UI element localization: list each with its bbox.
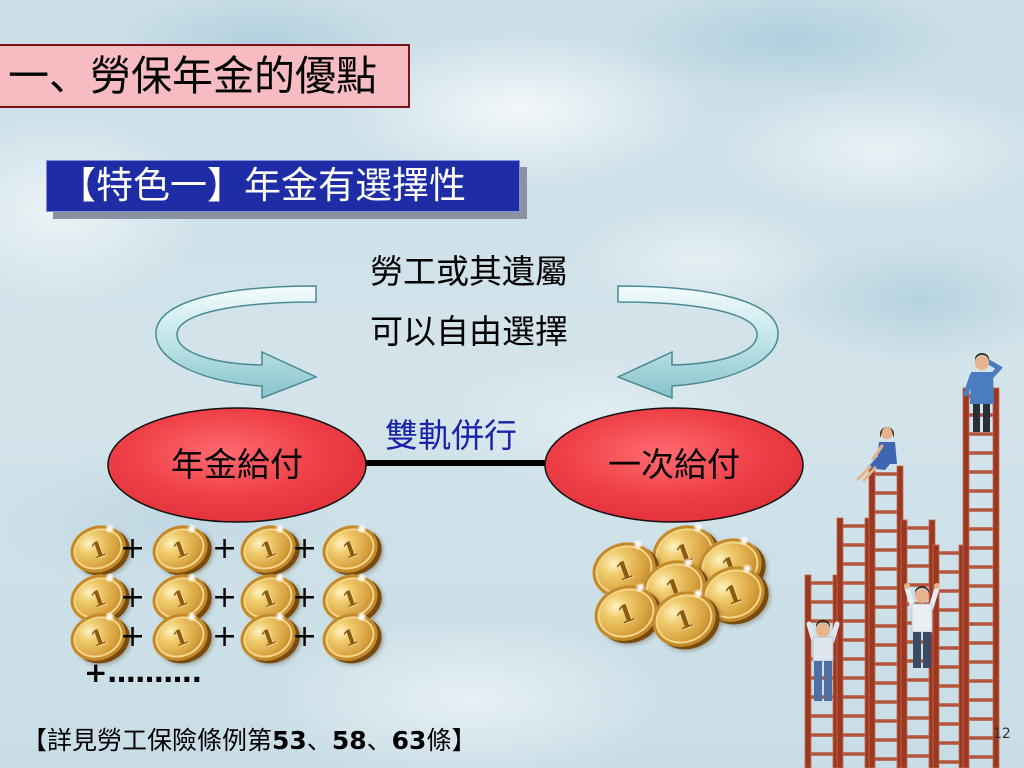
ladder bbox=[836, 517, 872, 768]
person-torso bbox=[911, 603, 933, 633]
footer-reference: 【詳見勞工保險條例第53、58、63條】 bbox=[22, 725, 476, 757]
footer-suffix: 條】 bbox=[426, 726, 477, 755]
person-leg bbox=[923, 632, 931, 668]
person-arm bbox=[963, 373, 975, 397]
footer-separator: 、 bbox=[306, 726, 332, 755]
ladder bbox=[962, 387, 1000, 768]
plus-sign: + bbox=[292, 619, 318, 654]
feature-heading: 【特色一】年金有選擇性 bbox=[59, 164, 466, 207]
ladder-rail bbox=[962, 387, 970, 768]
person-leg bbox=[862, 466, 877, 482]
option-ellipse-left bbox=[107, 407, 367, 523]
person-hair bbox=[816, 620, 830, 629]
article-number: 58 bbox=[331, 726, 367, 755]
loop-arrow-left bbox=[155, 285, 318, 400]
person-torso bbox=[970, 372, 994, 404]
loop-arrow-right bbox=[616, 285, 779, 400]
person-leg bbox=[913, 632, 921, 668]
plus-sign: + bbox=[120, 619, 146, 654]
option-label-right: 一次給付 bbox=[608, 445, 740, 484]
plus-sign: + bbox=[292, 531, 318, 566]
ladder-rail bbox=[868, 465, 876, 768]
slide-title: 一、勞保年金的優點 bbox=[8, 52, 377, 100]
choice-text-line-2: 可以自由選擇 bbox=[370, 312, 568, 351]
coin-numeral: 1 bbox=[338, 583, 362, 613]
option-label-left: 年金給付 bbox=[171, 445, 303, 484]
coin-numeral: 1 bbox=[338, 534, 362, 564]
ladder-rail bbox=[836, 517, 844, 768]
title-box: 一、勞保年金的優點 bbox=[0, 44, 410, 108]
coin-numeral: 1 bbox=[86, 534, 110, 564]
ladders bbox=[804, 387, 1000, 768]
person-hair bbox=[915, 586, 929, 595]
coin-numeral: 1 bbox=[611, 553, 637, 587]
person-standing-lookout bbox=[963, 353, 1003, 432]
coin-numeral: 1 bbox=[613, 596, 639, 630]
page-number: 12 bbox=[993, 726, 1011, 742]
article-number: 53 bbox=[272, 726, 307, 755]
person-hair bbox=[975, 353, 989, 362]
person-head bbox=[881, 427, 893, 439]
coin-numeral: 1 bbox=[168, 622, 192, 652]
parallel-label: 雙軌併行 bbox=[385, 416, 517, 455]
plus-sign: + bbox=[212, 531, 238, 566]
coin-numeral: 1 bbox=[256, 622, 280, 652]
coin-numeral: 1 bbox=[256, 534, 280, 564]
coin-numeral: 1 bbox=[86, 583, 110, 613]
person-arm bbox=[984, 358, 1003, 379]
plus-sign: + bbox=[120, 580, 146, 615]
coin-numeral: 1 bbox=[671, 602, 697, 636]
person-head bbox=[816, 623, 830, 637]
coin-numeral: 1 bbox=[168, 583, 192, 613]
continuation-text: +………. bbox=[84, 656, 203, 689]
plus-sign: + bbox=[212, 619, 238, 654]
person-head bbox=[915, 589, 929, 603]
person-torso bbox=[812, 636, 834, 662]
article-number: 63 bbox=[391, 726, 427, 755]
person-hand bbox=[904, 583, 910, 589]
coin-numeral: 1 bbox=[720, 577, 746, 611]
coin-numeral: 1 bbox=[338, 622, 362, 652]
ladder-rail bbox=[932, 544, 940, 768]
feature-heading-box: 【特色一】年金有選擇性 bbox=[46, 160, 520, 212]
person-leg bbox=[973, 402, 980, 432]
plus-sign: + bbox=[120, 531, 146, 566]
person-hand bbox=[934, 583, 940, 589]
coin-numeral: 1 bbox=[86, 622, 110, 652]
person-arm bbox=[871, 444, 884, 461]
person-sitting-woman bbox=[856, 427, 897, 482]
coin-numeral: 1 bbox=[168, 534, 192, 564]
person-climbing-right bbox=[904, 583, 940, 668]
ladder-rail bbox=[804, 574, 812, 768]
ladder-rail bbox=[992, 387, 1000, 768]
ladder bbox=[868, 465, 904, 768]
person-climbing-left bbox=[806, 620, 840, 701]
person-head bbox=[975, 356, 989, 370]
person-leg bbox=[824, 661, 832, 701]
option-ellipse-right bbox=[544, 407, 804, 523]
footer-separator: 、 bbox=[366, 726, 392, 755]
plus-sign: + bbox=[212, 580, 238, 615]
footer-prefix: 【詳見勞工保險條例第 bbox=[22, 726, 273, 755]
ladder bbox=[932, 544, 966, 768]
plus-sign: + bbox=[292, 580, 318, 615]
person-leg bbox=[983, 402, 990, 432]
choice-text-line-1: 勞工或其遺屬 bbox=[370, 252, 568, 291]
person-leg bbox=[856, 465, 872, 481]
coin-numeral: 1 bbox=[256, 583, 280, 613]
person-leg bbox=[814, 661, 822, 701]
ladder-rail bbox=[900, 519, 908, 768]
